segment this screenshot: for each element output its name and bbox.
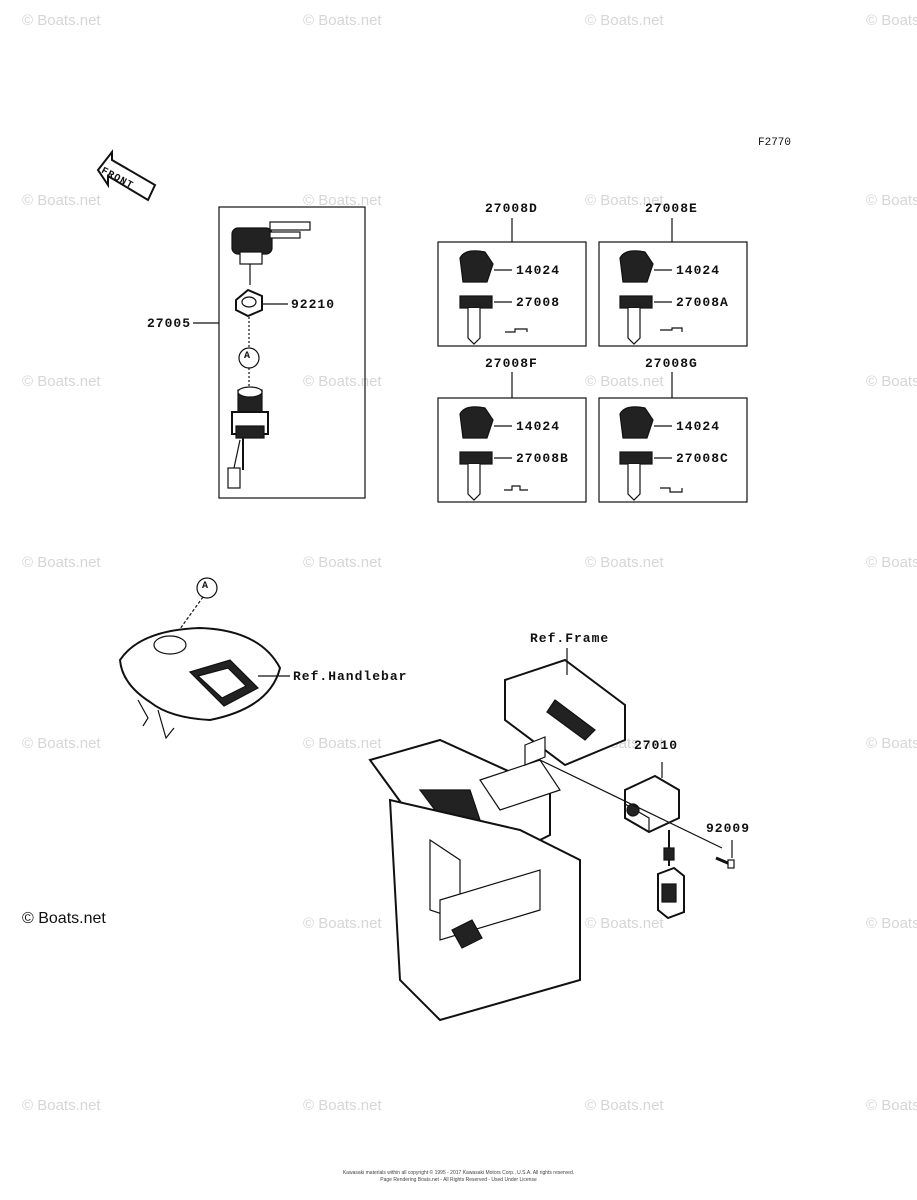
copyright-line-2: Page Rendering Boats.net - All Rights Re…: [380, 1177, 537, 1183]
label-14024-e: 14024: [676, 263, 721, 278]
label-27008C: 27008C: [676, 451, 729, 466]
watermark-text: © Boats.net: [866, 735, 917, 752]
watermark-text: © Boats.net: [866, 12, 917, 29]
frame-icon: [368, 648, 626, 1022]
watermark-text: © Boats.net: [22, 12, 101, 29]
keyset-27008D: [437, 218, 587, 347]
brand-watermark: © Boats.net: [22, 910, 106, 927]
watermark-text: © Boats.net: [303, 554, 382, 571]
watermark-text: © Boats.net: [303, 12, 382, 29]
label-ref-handlebar: Ref.Handlebar: [293, 669, 408, 684]
watermark-text: © Boats.net: [866, 1097, 917, 1114]
watermark-text: © Boats.net: [866, 373, 917, 390]
label-27008G: 27008G: [645, 356, 698, 371]
figure-code: F2770: [758, 137, 792, 149]
watermark-text: © Boats.net: [303, 192, 382, 209]
bolt-92009-icon: [715, 840, 735, 869]
label-27008B: 27008B: [516, 451, 569, 466]
watermark-text: © Boats.net: [866, 915, 917, 932]
callout-letter-lower: A: [202, 581, 209, 592]
copyright-line-1: Kawasaki materials within all copyright …: [342, 1170, 575, 1176]
keyset-27008E: [598, 218, 748, 347]
watermark-text: © Boats.net: [585, 1097, 664, 1114]
watermark-text: © Boats.net: [866, 192, 917, 209]
label-14024-g: 14024: [676, 419, 721, 434]
watermark-text: © Boats.net: [585, 12, 664, 29]
label-27008F: 27008F: [485, 356, 538, 371]
watermark-text: © Boats.net: [303, 1097, 382, 1114]
watermark-text: © Boats.net: [303, 373, 382, 390]
label-92009: 92009: [706, 821, 751, 836]
label-14024-d: 14024: [516, 263, 561, 278]
label-27008A: 27008A: [676, 295, 729, 310]
watermark-text: © Boats.net: [22, 554, 101, 571]
keyset-27008G: [598, 372, 748, 503]
watermark-text: © Boats.net: [22, 192, 101, 209]
ignition-key-icon: [231, 221, 311, 285]
handlebar-cover-icon: [118, 577, 282, 740]
front-arrow-icon: [96, 149, 157, 202]
keyset-27008F: [437, 372, 587, 503]
watermark-text: © Boats.net: [303, 735, 382, 752]
label-27008D: 27008D: [485, 201, 538, 216]
label-27005: 27005: [147, 316, 192, 331]
watermark-text: © Boats.net: [585, 554, 664, 571]
label-27008E: 27008E: [645, 201, 698, 216]
nut-icon: [235, 288, 263, 318]
label-14024-f: 14024: [516, 419, 561, 434]
watermark-text: © Boats.net: [866, 554, 917, 571]
label-27008: 27008: [516, 295, 561, 310]
watermark-text: © Boats.net: [22, 373, 101, 390]
watermark-text: © Boats.net: [22, 1097, 101, 1114]
watermark-text: © Boats.net: [22, 735, 101, 752]
ignition-switch-body-icon: [227, 386, 269, 489]
watermark-text: © Boats.net: [585, 915, 664, 932]
ignition-switch-box: [218, 206, 366, 499]
watermark-text: © Boats.net: [585, 192, 664, 209]
relay-27010-icon: [624, 762, 685, 920]
label-92210: 92210: [291, 297, 336, 312]
callout-letter-upper: A: [244, 351, 251, 362]
label-ref-frame: Ref.Frame: [530, 631, 610, 646]
label-27010: 27010: [634, 738, 679, 753]
watermark-text: © Boats.net: [303, 915, 382, 932]
watermark-text: © Boats.net: [585, 373, 664, 390]
